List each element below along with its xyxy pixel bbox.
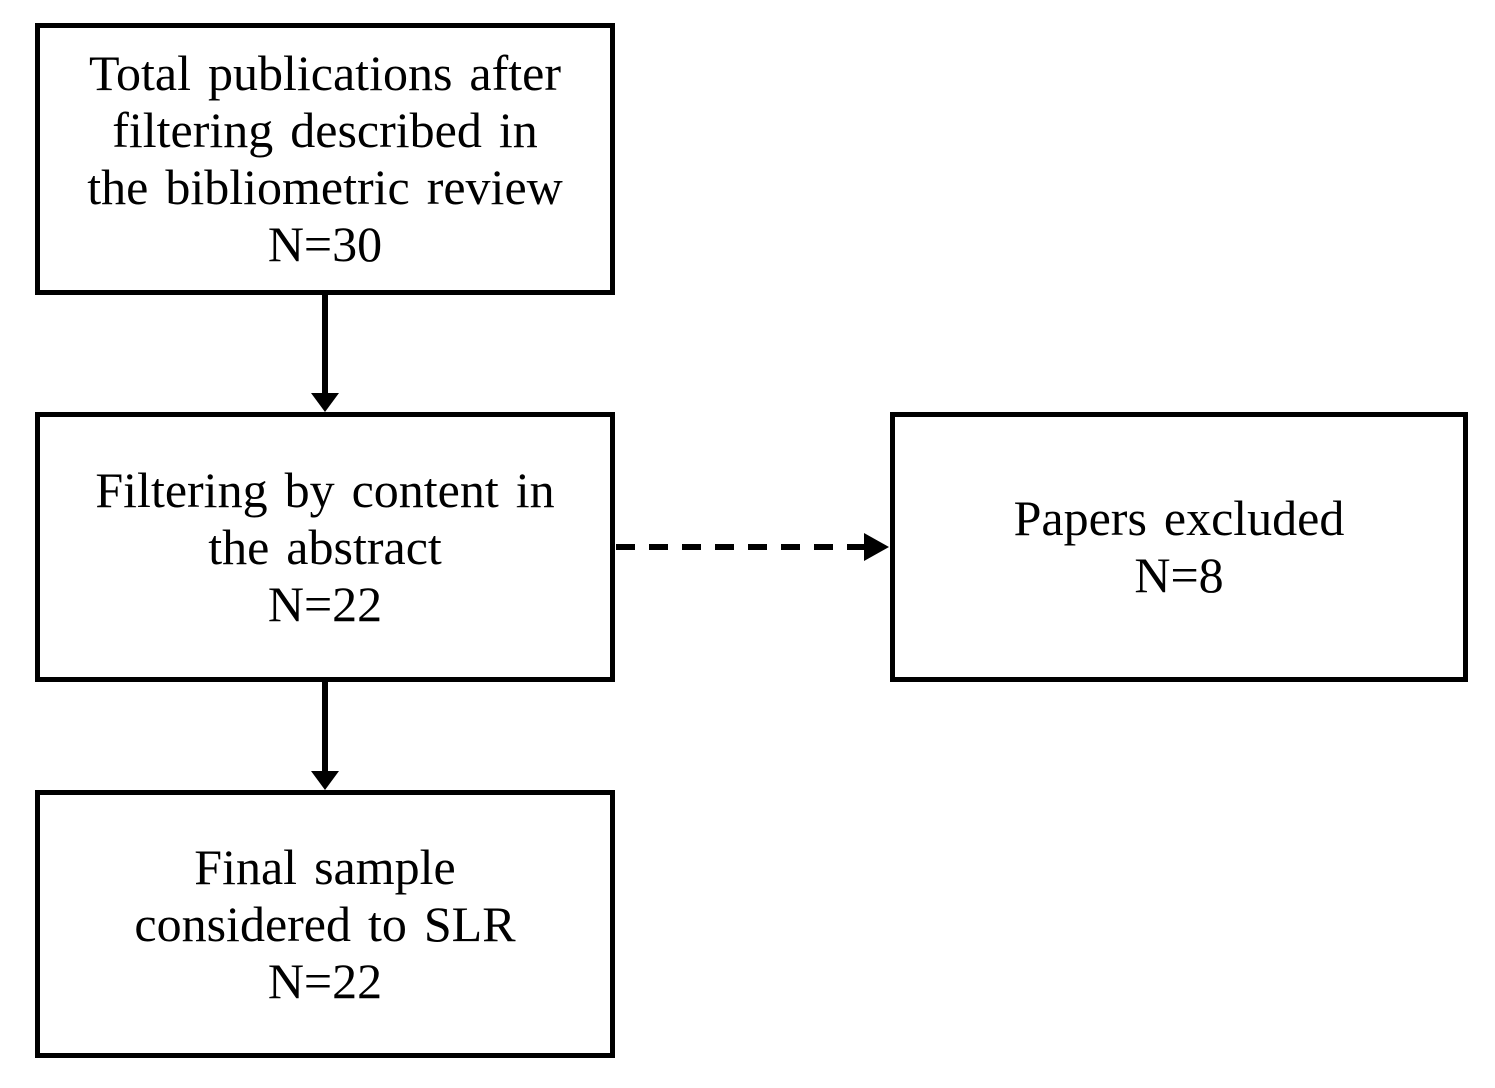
flow-box-total-publications-text: Total publications after filtering descr… (87, 45, 563, 272)
dashed-arrow-filter-to-excluded (616, 533, 889, 561)
flow-box-papers-excluded: Papers excluded N=8 (890, 412, 1468, 682)
arrow-filter-to-final (311, 682, 339, 790)
flow-box-filtering-by-abstract-text: Filtering by content in the abstract N=2… (95, 461, 555, 632)
arrow-total-to-filter (311, 295, 339, 412)
flow-box-filtering-by-abstract: Filtering by content in the abstract N=2… (35, 412, 615, 682)
flow-box-total-publications: Total publications after filtering descr… (35, 23, 615, 295)
flow-box-final-sample: Final sample considered to SLR N=22 (35, 790, 615, 1058)
flow-box-papers-excluded-text: Papers excluded N=8 (1013, 490, 1345, 603)
flow-box-final-sample-text: Final sample considered to SLR N=22 (134, 838, 516, 1009)
